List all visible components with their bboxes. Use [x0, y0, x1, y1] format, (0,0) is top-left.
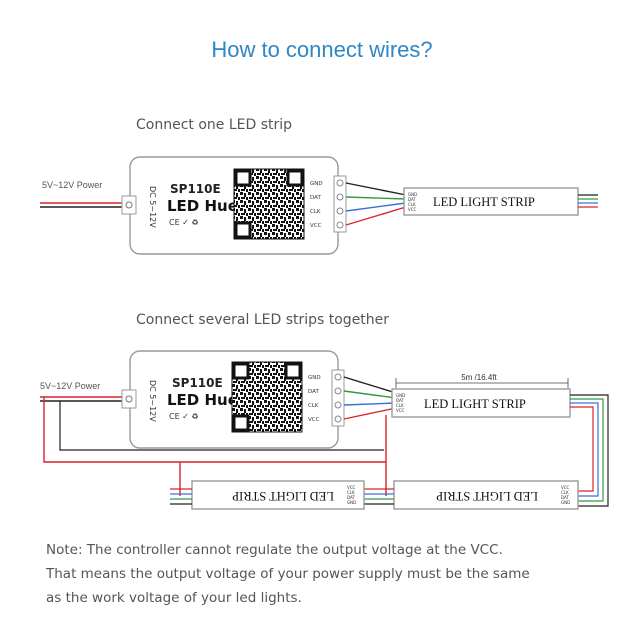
strip-2-pin-vcc: VCC [396, 408, 405, 413]
strip-label-4: LED LIGHT STRIP [232, 489, 334, 503]
controller-2-pin-dat: DAT [308, 389, 319, 395]
power-label: 5V~12V Power [42, 180, 102, 190]
strip-pin-dat: DAT [408, 197, 416, 202]
section-heading-several-strips: Connect several LED strips together [136, 312, 389, 328]
strip-pin-gnd: GND [408, 192, 417, 197]
chain-wires [570, 394, 609, 507]
controller-app-name-2: LED Hue [167, 391, 238, 409]
controller-pin-gnd: GND [310, 181, 323, 187]
power-label-2: 5V~12V Power [40, 381, 100, 391]
controller-2-pin-clk: CLK [308, 403, 319, 409]
controller-2-pin-vcc: VCC [308, 417, 320, 423]
strip-3-pin-dat: DAT [561, 495, 569, 500]
controller-pin-vcc: VCC [310, 223, 322, 229]
note-line-1: Note: The controller cannot regulate the… [46, 542, 503, 558]
controller-device: DC 5~12V SP110E LED Hue CE ✓ ♻ GND DAT C… [121, 156, 347, 255]
controller-device-2: DC 5~12V SP110E LED Hue CE ✓ ♻ GND DAT C… [121, 350, 345, 449]
strip-label: LED LIGHT STRIP [433, 195, 535, 209]
controller-input-label-2: DC 5~12V [148, 380, 157, 422]
led-strip-3: VCC CLK DAT GND LED LIGHT STRIP [393, 480, 579, 510]
strip-4-pin-vcc: VCC [347, 485, 356, 490]
led-strip-4: VCC CLK DAT GND LED LIGHT STRIP [191, 480, 365, 510]
led-strip-2: GND DAT CLK VCC LED LIGHT STRIP [391, 388, 571, 418]
controller-pin-clk: CLK [310, 209, 321, 215]
chain-wires-2 [364, 488, 394, 505]
length-label: 5m /16.4ft [461, 373, 497, 382]
controller-app-name: LED Hue [167, 197, 238, 215]
strip-label-3: LED LIGHT STRIP [436, 489, 538, 503]
note-line-3: as the work voltage of your led lights. [46, 590, 302, 606]
strip-2-pin-gnd: GND [396, 393, 405, 398]
controller-pin-dat: DAT [310, 195, 321, 201]
controller-marks-2: CE ✓ ♻ [169, 412, 199, 421]
controller-input-label: DC 5~12V [148, 186, 157, 228]
strip-3-pin-gnd: GND [561, 500, 570, 505]
strip-4-pin-gnd: GND [347, 500, 356, 505]
length-dimension: 5m /16.4ft [395, 372, 569, 388]
led-strip: GND DAT CLK VCC LED LIGHT STRIP [403, 187, 598, 216]
strip-2-pin-clk: CLK [396, 403, 404, 408]
page-title: How to connect wires? [211, 37, 432, 62]
strip-2-pin-dat: DAT [396, 398, 404, 403]
tail-wires [170, 488, 192, 505]
strip-3-pin-clk: CLK [561, 490, 569, 495]
strip-3-pin-vcc: VCC [561, 485, 570, 490]
controller-model-2: SP110E [172, 376, 223, 390]
strip-4-pin-dat: DAT [347, 495, 355, 500]
strip-pin-vcc: VCC [408, 207, 417, 212]
power-input-wires [40, 202, 126, 208]
note-line-2: That means the output voltage of your po… [45, 566, 530, 582]
output-wires [345, 182, 407, 226]
output-wires-2 [343, 376, 397, 420]
section-heading-one-strip: Connect one LED strip [136, 117, 292, 133]
controller-marks: CE ✓ ♻ [169, 218, 199, 227]
strip-pin-clk: CLK [408, 202, 416, 207]
power-bus-wires [40, 396, 387, 496]
strip-label-2: LED LIGHT STRIP [424, 397, 526, 411]
controller-2-pin-gnd: GND [308, 375, 321, 381]
strip-4-pin-clk: CLK [347, 490, 355, 495]
controller-model: SP110E [170, 182, 221, 196]
